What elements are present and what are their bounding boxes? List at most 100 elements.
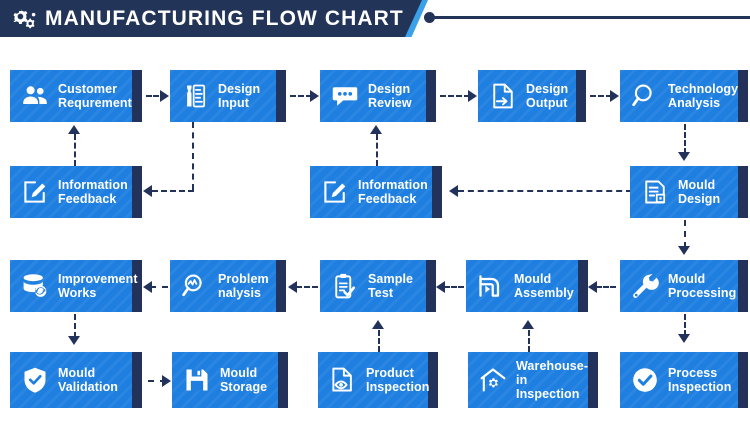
connector-arrow [468,90,477,102]
connector-line [684,124,686,154]
node-label: Product Inspection [366,366,430,394]
header-rule-line [427,16,750,19]
node-label: Warehouse-in Inspection [516,359,589,401]
node-edge [738,166,748,218]
connector-arrow [588,281,597,293]
node-label: Technology Analysis [668,82,739,110]
connector-line [192,122,194,190]
node-process-inspection[interactable]: Process Inspection [620,352,748,408]
chart-search-icon [182,274,202,297]
press-machine-icon [479,275,500,297]
node-edge [428,352,438,408]
node-edge [738,70,748,122]
connector-arrow [678,334,690,343]
node-label: Information Feedback [358,178,428,206]
floppy-disk-icon [186,369,208,391]
node-edge [132,260,142,312]
connector-arrow [160,90,169,102]
magnifier-icon [632,84,652,107]
connector-line [684,220,686,248]
connector-arrow [610,90,619,102]
connector-arrow [143,281,152,293]
connector-line [440,95,470,97]
speech-bubble-icon [332,87,358,106]
node-label: Mould Processing [668,272,737,300]
blueprint-icon [645,180,666,204]
node-edge [578,260,588,312]
node-label: Process Inspection [668,366,732,394]
ruler-pencil-icon [187,84,206,108]
node-mould-assembly[interactable]: Mould Assembly [466,260,588,312]
connector-line [152,190,194,192]
connector-arrow [436,281,445,293]
document-out-icon [493,83,513,109]
connector-arrow [310,90,319,102]
node-information-feedback-1[interactable]: Information Feedback [10,166,142,218]
warehouse-gear-icon [480,368,506,392]
node-customer-requrement[interactable]: Customer Requrement [10,70,142,122]
node-edge [276,260,286,312]
wrench-icon [633,273,659,298]
node-label: Sample Test [368,272,414,300]
node-label: Mould Validation [58,366,119,394]
node-label: Customer Requrement [58,82,132,110]
connector-arrow [372,320,384,329]
node-edge [588,352,598,408]
node-edge [132,70,142,122]
connector-line [146,95,166,97]
node-design-review[interactable]: Design Review [320,70,436,122]
node-sample-test[interactable]: Sample Test [320,260,436,312]
connector-line [458,190,632,192]
edit-square-icon [24,181,46,203]
connector-arrow [370,125,382,134]
node-label: Mould Design [678,178,721,206]
node-label: Improvement Works [58,272,138,300]
node-mould-processing[interactable]: Mould Processing [620,260,748,312]
node-problem-nalysis[interactable]: Problem nalysis [170,260,286,312]
connector-line [378,330,380,352]
connector-arrow [449,185,458,197]
node-label: Design Review [368,82,412,110]
connector-arrow [68,336,80,345]
connector-line [74,134,76,166]
node-information-feedback-2[interactable]: Information Feedback [310,166,442,218]
gears-icon [13,8,36,28]
node-warehouse-in-inspection[interactable]: Warehouse-in Inspection [468,352,598,408]
edit-square-icon [324,181,346,203]
header-banner: MANUFACTURING FLOW CHART [0,0,422,37]
node-edge [132,352,142,408]
header-title: MANUFACTURING FLOW CHART [45,6,404,30]
connector-line [74,314,76,338]
node-product-inspection[interactable]: Product Inspection [318,352,438,408]
node-label: Problem nalysis [218,272,269,300]
connector-arrow [678,246,690,255]
node-label: Mould Assembly [514,272,574,300]
node-edge [426,70,436,122]
node-mould-validation[interactable]: Mould Validation [10,352,142,408]
users-icon [23,86,47,105]
connector-line [296,286,318,288]
node-improvement-works[interactable]: Improvement Works [10,260,142,312]
node-technology-analysis[interactable]: Technology Analysis [620,70,748,122]
node-edge [738,260,748,312]
node-edge [432,166,442,218]
connector-line [376,134,378,166]
connector-line [528,330,530,352]
connector-arrow [288,281,297,293]
check-circle-icon [633,368,657,392]
node-design-input[interactable]: Design Input [170,70,286,122]
connector-arrow [678,152,690,161]
node-edge [278,352,288,408]
node-mould-design[interactable]: Mould Design [630,166,748,218]
node-edge [426,260,436,312]
connector-line [590,95,612,97]
connector-line [148,380,166,382]
connector-arrow [68,125,80,134]
node-design-output[interactable]: Design Output [478,70,586,122]
node-label: Information Feedback [58,178,128,206]
connector-arrow [143,185,152,197]
node-mould-storage[interactable]: Mould Storage [172,352,288,408]
node-edge [738,352,748,408]
connector-line [596,286,616,288]
